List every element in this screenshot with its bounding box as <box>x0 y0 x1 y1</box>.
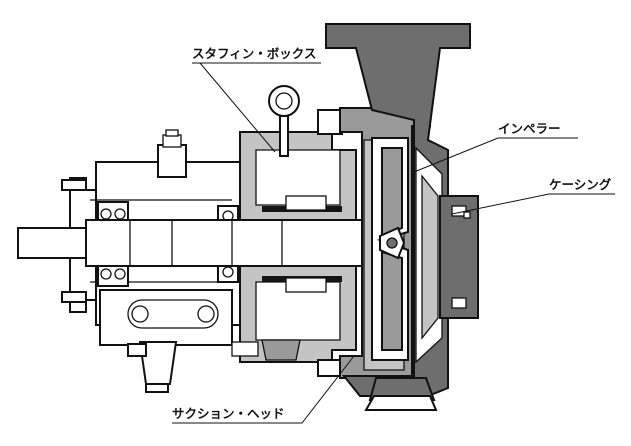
pump-shaft <box>17 219 387 267</box>
casing <box>325 23 479 401</box>
bearing-set <box>97 201 239 287</box>
label-impeller-text: インペラー <box>498 121 561 136</box>
label-casing: ケーシング <box>451 177 615 215</box>
eye-bolt <box>268 85 300 157</box>
label-suction-head: サクション・ヘッド <box>172 355 355 424</box>
label-impeller: インペラー <box>413 121 578 173</box>
impeller <box>371 137 409 361</box>
label-suction-head-text: サクション・ヘッド <box>172 406 285 421</box>
pump-foot <box>127 341 438 411</box>
label-casing-text: ケーシング <box>549 177 612 192</box>
label-stuffing-box-text: スタフィン・ボックス <box>192 46 316 61</box>
label-stuffing-box: スタフィン・ボックス <box>192 46 321 153</box>
